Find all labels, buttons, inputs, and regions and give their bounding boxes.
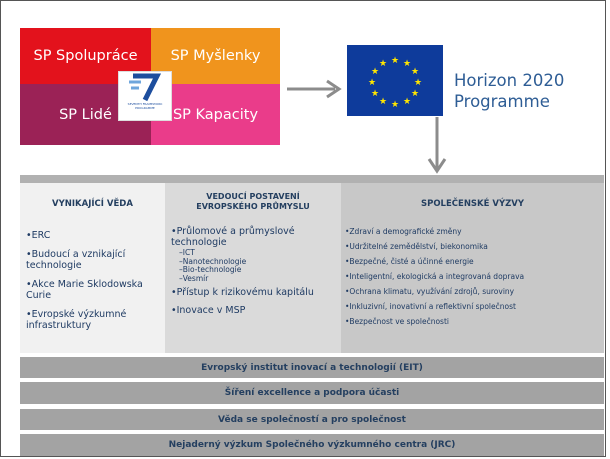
- column-excellent-science: VYNIKAJÍCÍ VĚDA •ERC •Budoucí a vznikají…: [20, 183, 165, 353]
- band-eit: Evropský institut inovací a technologií …: [20, 357, 604, 378]
- band-label: Věda se společností a pro společnost: [218, 414, 406, 425]
- svg-text:★: ★: [403, 97, 411, 107]
- horizon-title: Horizon 2020 Programme: [454, 70, 564, 112]
- list-subitem: –Nanotechnologie: [179, 256, 247, 266]
- list-item: •ERC: [26, 230, 51, 241]
- list-item: •Inovace v MSP: [171, 305, 246, 316]
- band-label: Šíření excellence a podpora účasti: [224, 388, 400, 398]
- fp7-box-ideas: SP Myšlenky: [151, 28, 280, 84]
- column-items: •Průlomové a průmyslové technologie –ICT…: [165, 226, 341, 316]
- column-items: •Zdraví a demografické změny •Udržitelné…: [341, 227, 604, 326]
- list-item: •Inteligentní, ekologická a integrovaná …: [345, 272, 525, 281]
- svg-text:★: ★: [391, 100, 399, 110]
- svg-text:★: ★: [411, 89, 419, 99]
- column-industrial-leadership: VEDOUCÍ POSTAVENÍ EVROPSKÉHO PRŮMYSLU •P…: [165, 183, 341, 353]
- list-item: •Přístup k rizikovému kapitálu: [171, 287, 314, 298]
- list-item: •Budoucí a vznikající technologie: [26, 248, 126, 272]
- band-label: Evropský institut inovací a technologií …: [201, 362, 423, 373]
- list-item: •Bezpečnost ve společnosti: [345, 317, 449, 326]
- svg-text:★: ★: [371, 89, 379, 99]
- fp7-logo-text: SEVENTH FRAMEWORK PROGRAMME: [127, 102, 163, 110]
- band-science-society: Věda se společností a pro společnost: [20, 409, 604, 430]
- list-item: •Udržitelné zemědělství, biekonomika: [345, 242, 488, 251]
- list-item: •Evropské výzkumné infrastruktury: [26, 308, 127, 332]
- band-label: Nejaderný výzkum Společného výzkumného c…: [168, 440, 456, 450]
- arrow-right-icon: [287, 79, 342, 99]
- column-title: VEDOUCÍ POSTAVENÍ EVROPSKÉHO PRŮMYSLU: [196, 192, 310, 211]
- svg-text:★: ★: [379, 59, 387, 69]
- svg-text:★: ★: [391, 56, 399, 66]
- list-item: •Průlomové a průmyslové technologie: [171, 226, 295, 248]
- column-societal-challenges: SPOLEČENSKÉ VÝZVY •Zdraví a demografické…: [341, 183, 604, 353]
- column-title: VYNIKAJÍCÍ VĚDA: [52, 199, 133, 209]
- svg-text:★: ★: [403, 59, 411, 69]
- horizon-title-line2: Programme: [454, 92, 550, 111]
- grid-top-bar: [20, 175, 604, 183]
- band-jrc: Nejaderný výzkum Společného výzkumného c…: [20, 434, 604, 456]
- svg-text:★: ★: [379, 97, 387, 107]
- fp7-box-label: SP Spolupráce: [33, 48, 138, 64]
- svg-text:★: ★: [368, 78, 376, 88]
- column-items: •ERC •Budoucí a vznikající technologie •…: [20, 230, 165, 332]
- fp7-box-label: SP Lidé: [59, 106, 112, 123]
- list-subitem: –Bio-technologie: [179, 265, 242, 274]
- horizon-title-line1: Horizon 2020: [454, 71, 565, 90]
- column-title: SPOLEČENSKÉ VÝZVY: [420, 199, 525, 209]
- fp7-box-label: SP Kapacity: [172, 106, 259, 123]
- fp7-box-label: SP Myšlenky: [170, 48, 261, 64]
- list-item: •Bezpečné, čisté a účinné energie: [345, 257, 474, 266]
- list-item: •Ochrana klimatu, využívání zdrojů, suro…: [345, 287, 515, 296]
- fp7-logo: SEVENTH FRAMEWORK PROGRAMME: [118, 71, 172, 121]
- band-widening: Šíření excellence a podpora účasti: [20, 382, 604, 404]
- svg-text:★: ★: [411, 67, 419, 77]
- list-subitem: –Vesmír: [179, 273, 209, 283]
- svg-text:★: ★: [414, 78, 422, 88]
- list-subitem: –ICT: [179, 248, 195, 257]
- list-item: •Inkluzivní, inovativní a reflektivní sp…: [345, 302, 516, 311]
- arrow-down-icon: [427, 117, 447, 174]
- eu-flag: ★ ★ ★ ★ ★ ★ ★ ★ ★ ★ ★ ★: [347, 45, 443, 116]
- fp7-logo-icon: [129, 73, 162, 102]
- list-item: •Zdraví a demografické změny: [345, 227, 462, 236]
- list-item: •Akce Marie Sklodowska Curie: [26, 278, 143, 302]
- fp7-box-capacities: SP Kapacity: [151, 84, 280, 145]
- svg-text:★: ★: [371, 67, 379, 77]
- eu-stars-icon: ★ ★ ★ ★ ★ ★ ★ ★ ★ ★ ★ ★: [368, 56, 422, 110]
